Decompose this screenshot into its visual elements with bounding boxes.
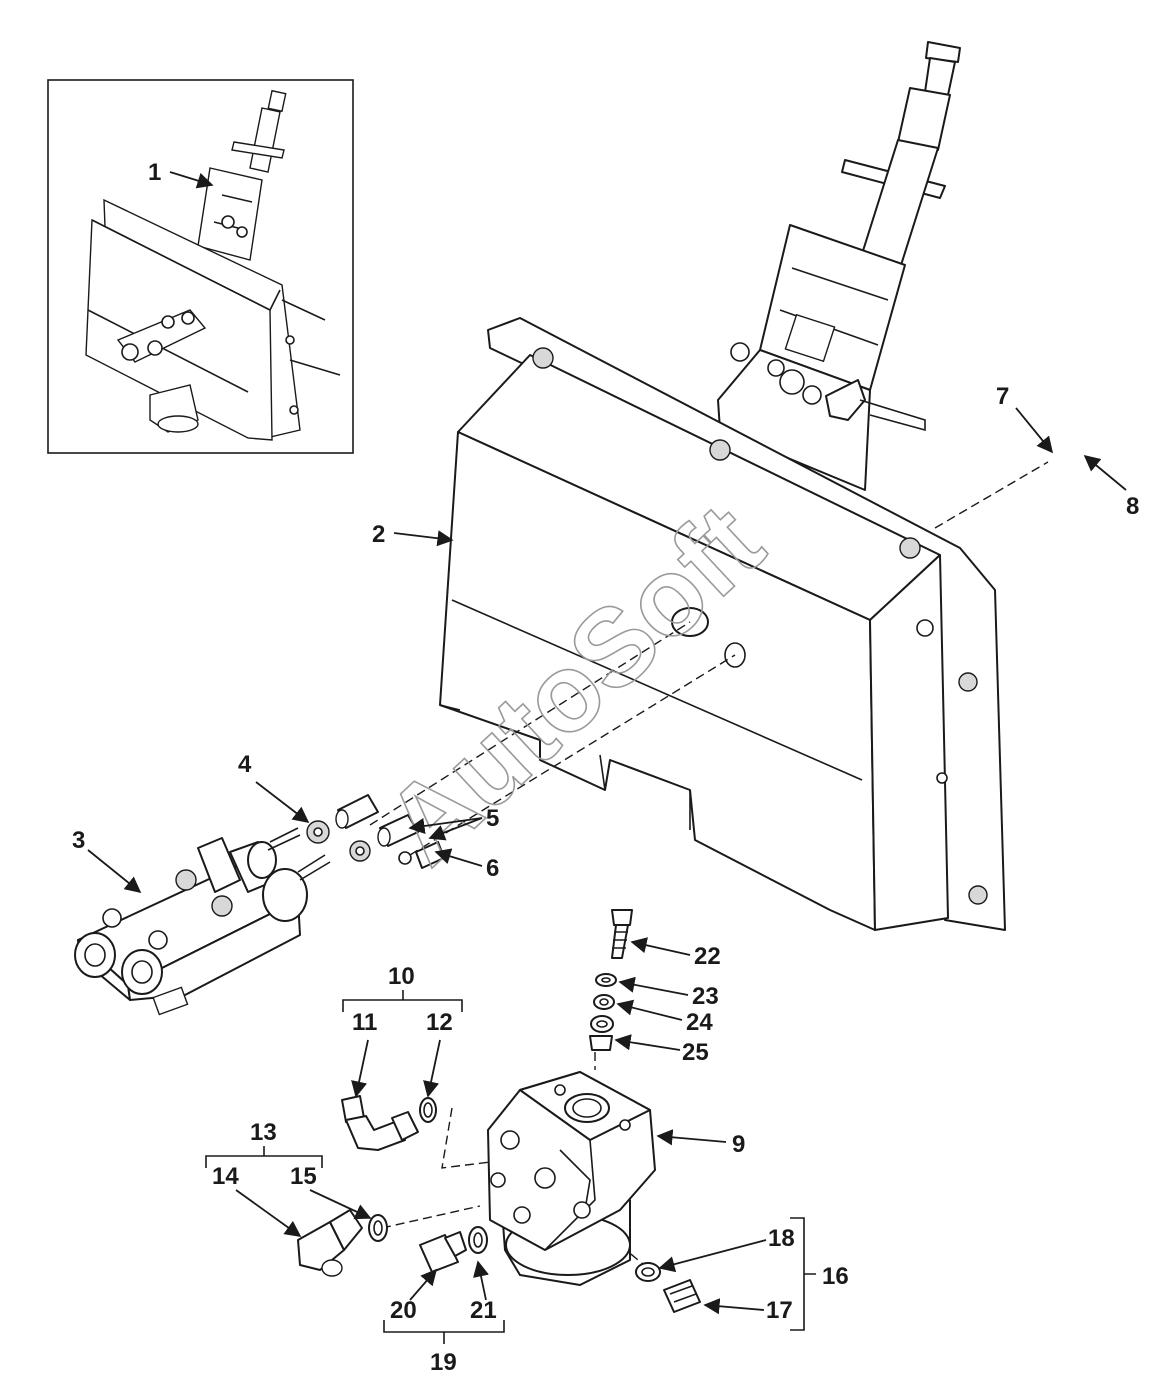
callout-4: 4 [238,751,252,778]
callout-25: 25 [682,1039,709,1066]
callout-19: 19 [430,1349,457,1376]
callout-17: 17 [766,1297,793,1324]
callout-11: 11 [352,1009,377,1036]
callout-9: 9 [732,1131,745,1158]
steering-column [717,41,961,491]
inset-overview [47,79,354,454]
inset-valve [116,309,207,433]
callout-labels: 1 2 3 4 5 6 7 8 9 10 11 12 13 14 15 16 1… [72,159,1139,1376]
bracket-13 [205,1146,323,1168]
callout-21: 21 [470,1297,497,1324]
callout-13: 13 [250,1119,277,1146]
inset-steering-column [197,89,287,261]
callout-20: 20 [390,1297,417,1324]
callout-5: 5 [486,805,499,832]
callout-8: 8 [1126,493,1139,520]
callout-1: 1 [148,159,161,186]
fitting-group-16 [635,1262,701,1313]
bracket-16 [790,1217,816,1331]
fitting-group-13 [297,1209,388,1277]
callout-14: 14 [212,1163,239,1190]
callout-23: 23 [692,983,719,1010]
callout-18: 18 [768,1225,795,1252]
callout-leaders [87,171,1127,1315]
steering-panel [439,317,1006,931]
bracket-10 [342,990,463,1012]
bolt-washers [589,909,633,1051]
fitting-group-10 [341,1095,437,1151]
valve-body [74,827,331,1016]
fitting-group-19 [419,1226,488,1273]
callout-6: 6 [486,855,499,882]
bracket-19 [383,1320,505,1344]
callout-22: 22 [694,943,721,970]
callout-15: 15 [290,1163,317,1190]
callout-2: 2 [372,521,385,548]
callout-16: 16 [822,1263,849,1290]
callout-12: 12 [426,1009,453,1036]
callout-10: 10 [388,963,415,990]
fittings-4-5-6 [306,794,445,869]
group-brackets [205,990,816,1344]
callout-3: 3 [72,827,85,854]
steering-unit [487,1071,656,1286]
callout-7: 7 [996,383,1009,410]
callout-24: 24 [686,1009,713,1036]
